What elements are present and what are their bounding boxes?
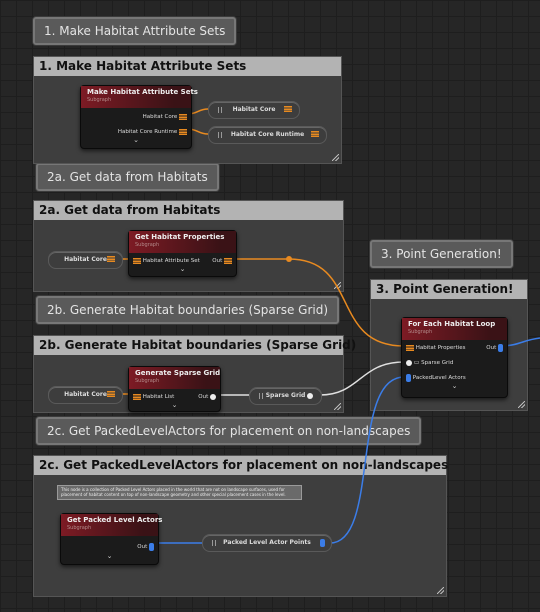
comment-bubble-2a[interactable]: 2a. Get data from Habitats [36, 163, 219, 191]
wire-props-to-loop [231, 258, 405, 347]
resize-handle-icon[interactable] [518, 401, 525, 408]
pin-icon [133, 393, 141, 400]
pill-habitat-core[interactable]: Habitat Core [208, 101, 300, 119]
node-title: Generate Sparse Grid [135, 369, 221, 377]
resize-handle-icon[interactable] [332, 154, 339, 161]
comment-bubble-3[interactable]: 3. Point Generation! [370, 240, 513, 268]
node-title: Get Habitat Properties [135, 233, 225, 241]
pin-icon [320, 539, 325, 547]
pin-icon [224, 257, 232, 264]
pin-icon [311, 131, 319, 137]
pin-icon [133, 257, 141, 264]
drag-grip-icon [218, 107, 222, 113]
comment-title-3[interactable]: 3. Point Generation! [371, 280, 527, 299]
pin-icon [498, 343, 503, 352]
output-pin-habitat-core[interactable]: Habitat Core [143, 112, 187, 122]
node-title: Get Packed Level Actors [67, 516, 163, 524]
node-header[interactable]: For Each Habitat Loop Subgraph [402, 318, 507, 340]
node-header[interactable]: Make Habitat Attribute Sets Subgraph [81, 86, 198, 108]
comment-bubble-2c[interactable]: 2c. Get PackedLevelActors for placement … [36, 417, 422, 445]
drag-grip-icon [212, 540, 216, 546]
comment-bubble-2b[interactable]: 2b. Generate Habitat boundaries (Sparse … [36, 296, 340, 324]
node-header[interactable]: Get Packed Level Actors Subgraph [61, 514, 163, 536]
pin-icon [307, 393, 313, 399]
pin-icon [406, 373, 411, 382]
pin-icon [107, 256, 115, 262]
reroute-node[interactable] [286, 256, 292, 262]
node-title: For Each Habitat Loop [408, 320, 496, 328]
node-make-habitat-attribute-sets[interactable]: Make Habitat Attribute Sets Subgraph Hab… [80, 85, 198, 149]
pill-packed-level-actor-points[interactable]: Packed Level Actor Points [202, 534, 332, 552]
output-pin-habitat-core-runtime[interactable]: Habitat Core Runtime [118, 127, 187, 137]
comment-title-2c[interactable]: 2c. Get PackedLevelActors for placement … [34, 456, 448, 475]
wire-grid-to-loop [319, 361, 405, 396]
output-pin-out[interactable]: Out [137, 542, 154, 552]
pin-icon [179, 128, 187, 135]
pin-icon [179, 113, 187, 120]
node-subtitle: Subgraph [67, 525, 92, 531]
node-header[interactable]: Generate Sparse Grid Subgraph [129, 367, 220, 389]
pill-habitat-core-2b[interactable]: Habitat Core [48, 386, 123, 404]
node-header[interactable]: Get Habitat Properties Subgraph [129, 231, 236, 253]
node-title: Make Habitat Attribute Sets [87, 88, 198, 96]
input-pin-sparse-grid[interactable]: ▭ Sparse Grid [406, 358, 453, 368]
pill-sparse-grid[interactable]: Sparse Grid [249, 387, 322, 405]
node-subtitle: Subgraph [408, 329, 433, 335]
output-pin-out[interactable]: Out [486, 343, 503, 353]
pin-icon [406, 344, 414, 351]
drag-grip-icon [259, 393, 263, 399]
node-subtitle: Subgraph [135, 378, 160, 384]
output-pin-out[interactable]: Out [212, 256, 232, 266]
pin-icon [107, 391, 115, 397]
comment-bubble-1[interactable]: 1. Make Habitat Attribute Sets [33, 17, 237, 45]
node-subtitle: Subgraph [87, 97, 112, 103]
pin-icon [406, 359, 412, 366]
drag-grip-icon [218, 132, 222, 138]
pill-habitat-core-runtime[interactable]: Habitat Core Runtime [208, 126, 327, 144]
node-get-packed-level-actors[interactable]: Get Packed Level Actors Subgraph Out ⌄ [60, 513, 163, 565]
output-pin-out[interactable]: Out [198, 392, 216, 402]
comment-description-2c: This node is a collection of Packed Leve… [57, 485, 302, 500]
wire-pla-to-loop [329, 376, 405, 544]
pin-icon [210, 393, 216, 400]
pin-icon [284, 106, 292, 112]
input-pin-habitat-properties[interactable]: Habitat Properties [406, 343, 466, 353]
comment-title-2a[interactable]: 2a. Get data from Habitats [34, 201, 343, 220]
comment-title-2b[interactable]: 2b. Generate Habitat boundaries (Sparse … [34, 336, 356, 355]
pin-icon [149, 542, 154, 551]
resize-handle-icon[interactable] [437, 587, 444, 594]
comment-title-1[interactable]: 1. Make Habitat Attribute Sets [34, 57, 341, 76]
pill-habitat-core-2a[interactable]: Habitat Core [48, 251, 123, 269]
resize-handle-icon[interactable] [334, 282, 341, 289]
node-get-habitat-properties[interactable]: Get Habitat Properties Subgraph Habitat … [128, 230, 237, 277]
node-for-each-habitat-loop[interactable]: For Each Habitat Loop Subgraph Habitat P… [401, 317, 508, 398]
node-subtitle: Subgraph [135, 242, 160, 248]
resize-handle-icon[interactable] [334, 403, 341, 410]
input-pin-packedlevel-actors[interactable]: PackedLevel Actors [406, 373, 466, 383]
input-pin-habitat-attribute-set[interactable]: Habitat Attribute Set [133, 256, 200, 266]
info-icon: ▭ [413, 359, 420, 366]
input-pin-habitat-list[interactable]: Habitat List [133, 392, 174, 402]
node-generate-sparse-grid[interactable]: Generate Sparse Grid Subgraph Habitat Li… [128, 366, 221, 412]
